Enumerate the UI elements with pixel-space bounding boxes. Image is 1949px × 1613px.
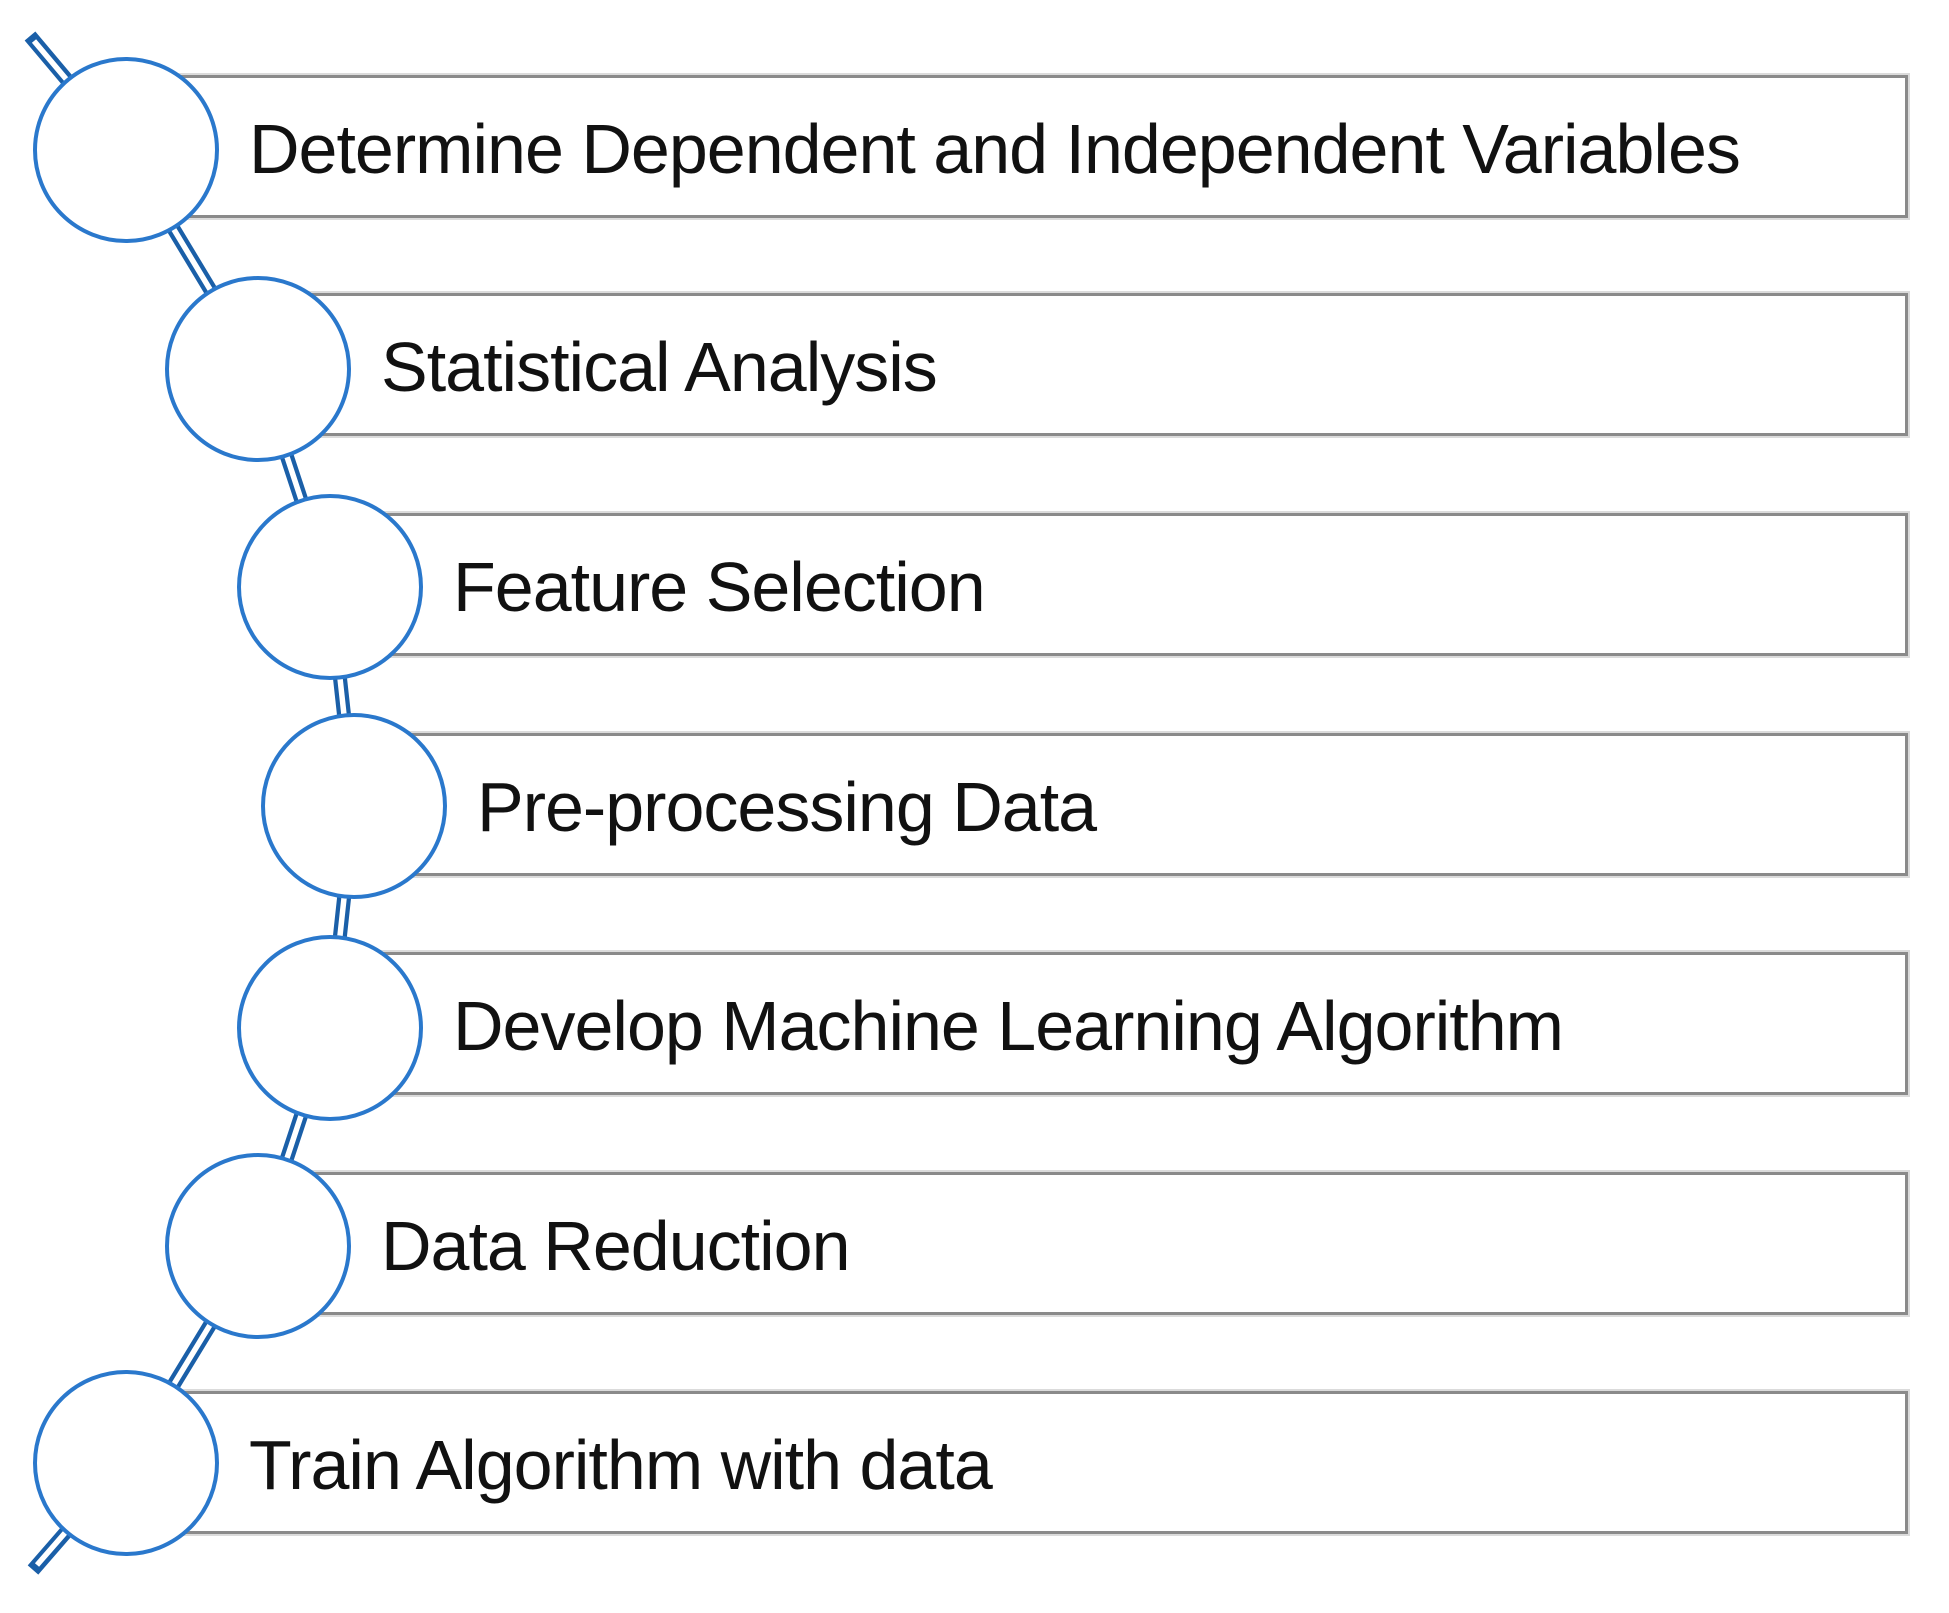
step-box-6: Data Reduction xyxy=(218,1172,1908,1315)
connector-line-gap xyxy=(31,39,357,1567)
connector-line xyxy=(24,31,361,1575)
step-box-7: Train Algorithm with data xyxy=(86,1391,1908,1534)
step-label-6: Data Reduction xyxy=(381,1206,851,1285)
step-label-1: Determine Dependent and Independent Vari… xyxy=(249,109,1741,188)
step-label-5: Develop Machine Learning Algorithm xyxy=(453,986,1564,1065)
step-box-3: Feature Selection xyxy=(290,513,1908,656)
step-box-5: Develop Machine Learning Algorithm xyxy=(290,952,1908,1095)
connector-chain xyxy=(24,31,361,1575)
step-box-2: Statistical Analysis xyxy=(218,293,1908,436)
step-label-7: Train Algorithm with data xyxy=(249,1425,993,1504)
step-box-1: Determine Dependent and Independent Vari… xyxy=(86,75,1908,218)
step-label-4: Pre-processing Data xyxy=(477,767,1097,846)
step-label-3: Feature Selection xyxy=(453,547,986,626)
step-box-4: Pre-processing Data xyxy=(314,733,1908,876)
step-label-2: Statistical Analysis xyxy=(381,327,938,406)
